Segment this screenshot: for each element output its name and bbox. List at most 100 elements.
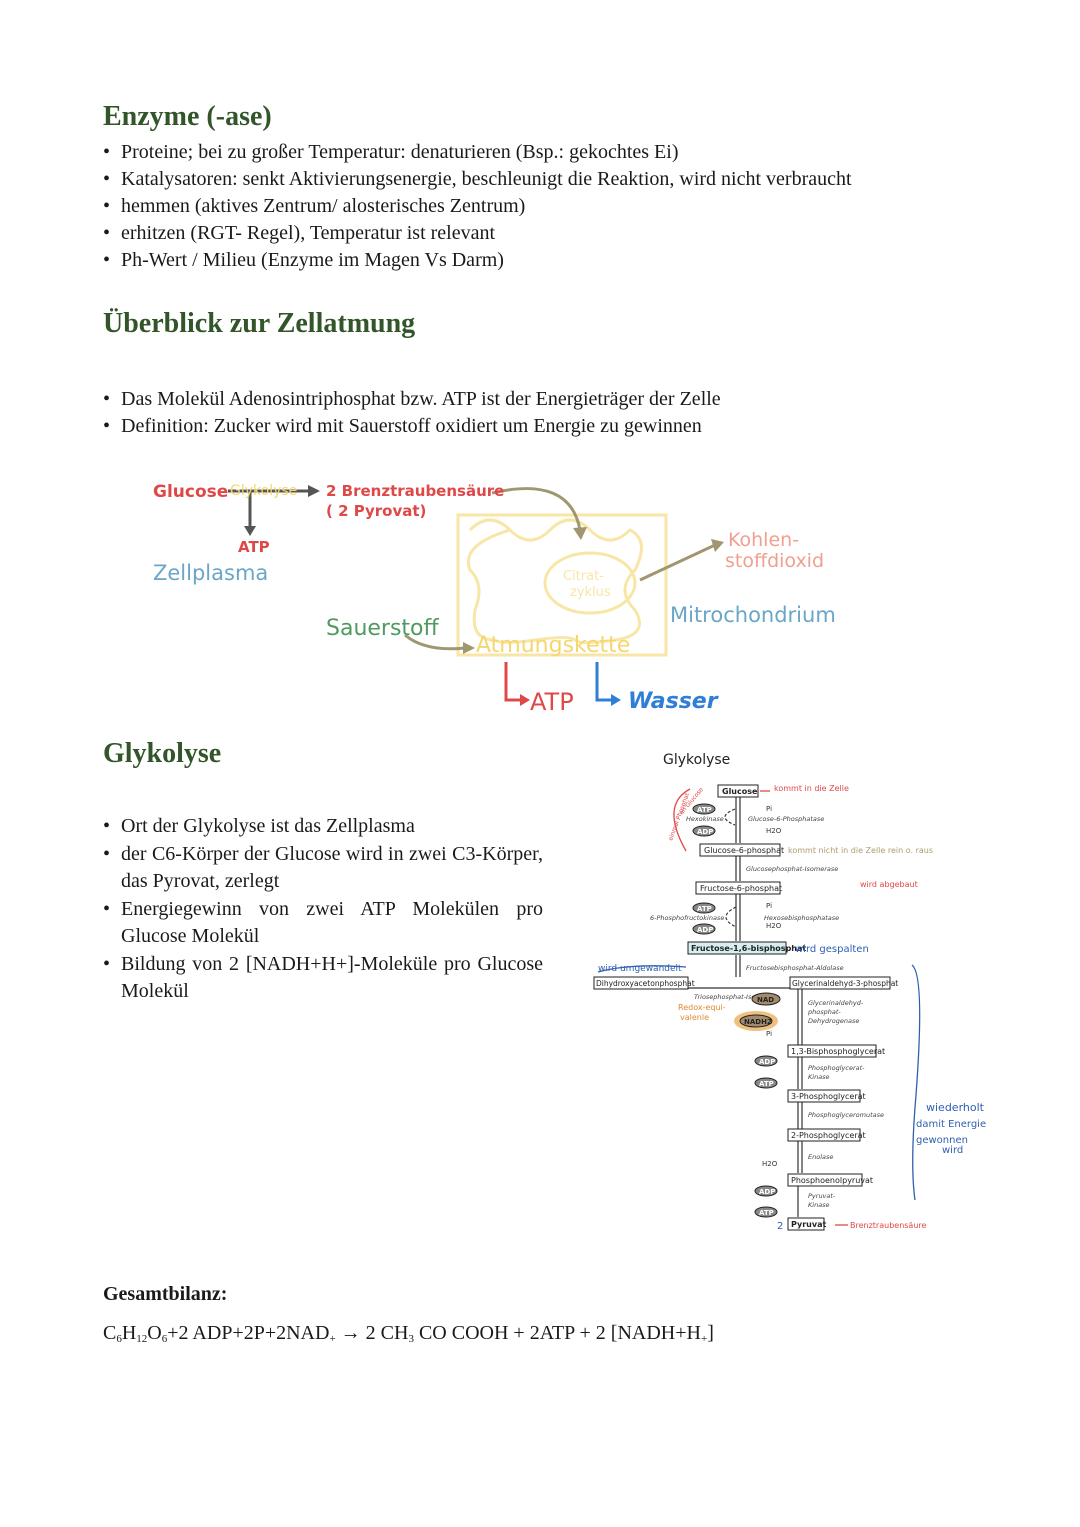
box-pyruvat: Pyruvat [791, 1220, 826, 1229]
box-bisphosphoglycerat: 1,3-Bisphosphoglycerat [791, 1047, 885, 1056]
pathway-lines [688, 797, 803, 1217]
note-wiederholt-1: wiederholt [926, 1101, 985, 1114]
label-brenztraubensaeure: 2 Brenztraubensäure [326, 482, 504, 500]
eq-part: → 2 CH [335, 1322, 409, 1344]
label-kohlen: Kohlen- [728, 529, 799, 551]
zellatmung-diagram: Glucose Glykolyse 2 Brenztraubensäure ( … [153, 482, 836, 716]
mol-adp-3: ADP [759, 1058, 775, 1066]
note-wiederholt-4: wird [942, 1145, 963, 1156]
mol-adp-1: ADP [697, 828, 713, 836]
eq-part: +2 ADP+2P+2NAD [167, 1322, 330, 1344]
box-phosphoenolpyruvat: Phosphoenolpyruvat [791, 1176, 873, 1185]
enzyme-phosphoglyceratkinase-1: Phosphoglycerat- [808, 1064, 865, 1072]
enzyme-glucose-6-phosphatase: Glucose-6-Phosphatase [748, 815, 824, 823]
mol-atp-4: ATP [759, 1209, 774, 1217]
enzyme-dehydrogenase-1: Glycerinaldehyd- [808, 999, 864, 1007]
label-atp-atmungskette: ATP [530, 688, 574, 716]
eq-part: CO COOH + 2ATP + 2 [NADH+H [413, 1322, 701, 1344]
eq-sub: + [700, 1333, 708, 1345]
note-wiederholt-2: damit Energie [916, 1119, 986, 1130]
mol-pi-3: Pi [766, 1030, 772, 1038]
mol-h2o-2: H2O [766, 922, 782, 930]
eq-part: ] [707, 1322, 714, 1344]
enzyme-hexokinase: Hexokinase [686, 815, 724, 823]
box-fructose-bisphosphat: Fructose-1,6-bisphosphat [691, 944, 806, 953]
note-abgebaut: wird abgebaut [860, 880, 918, 889]
eq-part: H [121, 1322, 137, 1344]
eq-sub: 6 [116, 1333, 122, 1345]
list-item: der C6-Körper der Glucose wird in zwei C… [103, 841, 543, 896]
list-item: hemmen (aktives Zentrum/ alosterisches Z… [103, 193, 852, 220]
eq-part: C [103, 1322, 117, 1344]
heading-enzyme: Enzyme (-ase) [103, 101, 272, 132]
enzyme-pyruvatkinase-2: Kinase [808, 1201, 830, 1209]
box-glucose-6-phosphat: Glucose-6-phosphat [704, 846, 784, 855]
note-gespalten: wird gespalten [795, 944, 869, 955]
mol-h2o-3: H2O [762, 1160, 778, 1168]
label-wasser: Wasser [628, 689, 719, 714]
label-glykolyse: Glykolyse [230, 483, 297, 499]
label-pyrovat: ( 2 Pyrovat) [326, 502, 426, 520]
heading-glykolyse: Glykolyse [103, 738, 222, 769]
enzyme-phosphoglyceromutase: Phosphoglyceromutase [808, 1111, 884, 1119]
enzyme-aldolase: Fructosebisphosphat-Aldolase [746, 964, 844, 972]
box-dihydroxyacetonphosphat: Dihydroxyacetonphosphat [596, 979, 695, 988]
glykolyse-figure: Glykolyse Glucose Glucose-6-phosphat Fru… [593, 752, 986, 1232]
note-redox-1: Redox-equi- [678, 1003, 726, 1012]
note-kommt-nicht: kommt nicht in die Zelle rein o. raus [788, 846, 933, 855]
list-item: Das Molekül Adenosintriphosphat bzw. ATP… [103, 386, 721, 413]
bilanz-equation: C6H12O6+2 ADP+2P+2NAD+ → 2 CH3 CO COOH +… [103, 1322, 714, 1345]
list-item: Bildung von 2 [NADH+H+]-Moleküle pro Glu… [103, 951, 543, 1006]
box-2-phosphoglycerat: 2-Phosphoglycerat [791, 1131, 866, 1140]
enzyme-hexosebisphosphatase: Hexosebisphosphatase [764, 914, 839, 922]
zellatmung-list: Das Molekül Adenosintriphosphat bzw. ATP… [103, 386, 721, 440]
note-wiederholt-3: gewonnen [916, 1135, 968, 1146]
eq-sub: 3 [408, 1333, 414, 1345]
bilanz-title: Gesamtbilanz: [103, 1283, 228, 1305]
list-item: Ort der Glykolyse ist das Zellplasma [103, 813, 543, 841]
heading-zellatmung: Überblick zur Zellatmung [103, 308, 416, 339]
label-glucose: Glucose [153, 482, 228, 502]
list-item: Ph-Wert / Milieu (Enzyme im Magen Vs Dar… [103, 247, 852, 274]
eq-sub: 6 [161, 1333, 168, 1345]
mol-adp-4: ADP [759, 1188, 775, 1196]
box-glucose: Glucose [722, 787, 758, 796]
mol-pi-2: Pi [766, 902, 772, 910]
mol-adp-2: ADP [697, 926, 713, 934]
label-zellplasma: Zellplasma [153, 561, 268, 585]
note-brenztraubensaeure: Brenztraubensäure [850, 1221, 927, 1230]
box-fructose-6-phosphat: Fructose-6-phosphat [700, 884, 782, 893]
list-item: Proteine; bei zu großer Temperatur: dena… [103, 139, 852, 166]
enzyme-dehydrogenase-2: phosphat- [807, 1008, 841, 1016]
mol-pi-1: Pi [766, 805, 772, 813]
label-mitochondrium: Mitrochondrium [670, 603, 836, 627]
enzyme-dehydrogenase-3: Dehydrogenase [808, 1017, 859, 1025]
enzyme-isomerase: Glucosephosphat-Isomerase [746, 865, 838, 873]
list-item: Definition: Zucker wird mit Sauerstoff o… [103, 413, 721, 440]
enzyme-pyruvatkinase-1: Pyruvat- [808, 1192, 836, 1200]
mol-atp-2: ATP [697, 905, 712, 913]
mol-nad: NAD [757, 996, 774, 1004]
enzyme-enolase: Enolase [808, 1153, 833, 1161]
list-item: Energiegewinn von zwei ATP Molekülen pro… [103, 896, 543, 951]
mol-h2o-1: H2O [766, 827, 782, 835]
label-sauerstoff: Sauerstoff [326, 616, 440, 641]
mitochondrion-shape [456, 513, 668, 657]
label-kohlenstoffdioxid: stoffdioxid [725, 550, 824, 572]
enzyme-list: Proteine; bei zu großer Temperatur: dena… [103, 139, 852, 274]
enzyme-triosephosphat-isomerase: Triosephosphat-Isomerase [694, 993, 780, 1001]
enzyme-phosphofructokinase: 6-Phosphofructokinase [650, 914, 724, 922]
note-two: 2 [777, 1221, 783, 1232]
annotation-arrows [597, 788, 921, 1226]
mol-nadh2: NADH2 [744, 1018, 772, 1026]
eq-sub: 12 [136, 1333, 148, 1345]
eq-part: O [147, 1322, 162, 1344]
label-citratzyklus-2: zyklus [570, 585, 611, 600]
label-atmungskette: Atmungskette [476, 633, 630, 658]
label-citratzyklus-1: Citrat- [563, 569, 604, 584]
mol-atp-1: ATP [697, 806, 712, 814]
note-umgewandelt: wird umgewandelt [598, 964, 682, 974]
note-kommt-in-zelle: kommt in die Zelle [774, 784, 849, 793]
label-atp-glykolyse: ATP [238, 538, 270, 556]
list-item: Katalysatoren: senkt Aktivierungsenergie… [103, 166, 852, 193]
